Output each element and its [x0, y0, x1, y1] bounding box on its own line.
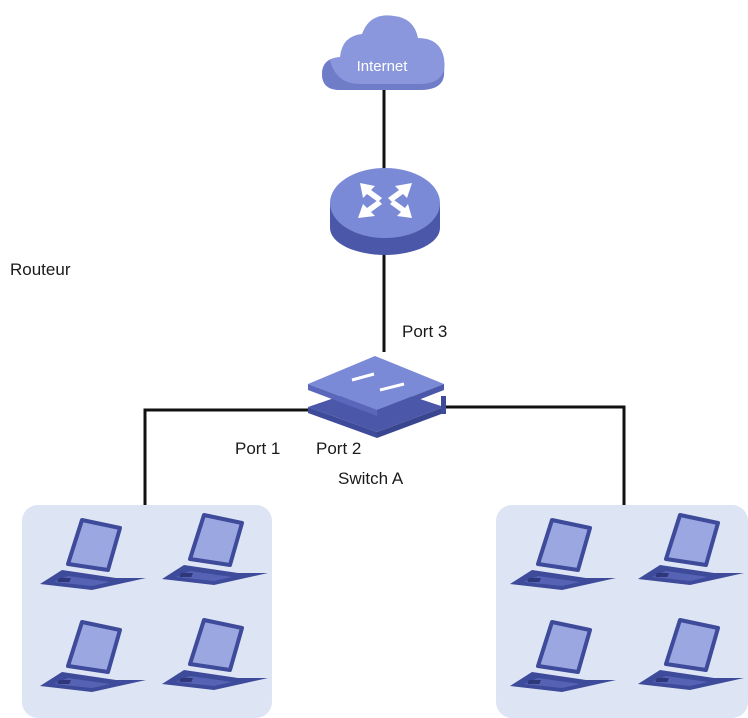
router-arrows-icon [358, 183, 412, 218]
router [330, 168, 440, 255]
switch-port-indicator [441, 396, 446, 414]
connections [143, 88, 626, 505]
port-3-label: Port 3 [402, 322, 447, 341]
router-label: Routeur [10, 260, 71, 279]
left-computer-group [22, 505, 272, 718]
link-port2-right-group [445, 405, 626, 505]
internet-cloud: Internet [322, 15, 445, 91]
link-port1-left-group [143, 408, 308, 505]
port-1-label: Port 1 [235, 439, 280, 458]
port-2-label: Port 2 [316, 439, 361, 458]
internet-label: Internet [357, 58, 409, 75]
switch-arrows-icon [351, 372, 405, 392]
switch-a [308, 356, 446, 438]
switch-label: Switch A [338, 469, 404, 488]
right-computer-group [496, 505, 748, 718]
